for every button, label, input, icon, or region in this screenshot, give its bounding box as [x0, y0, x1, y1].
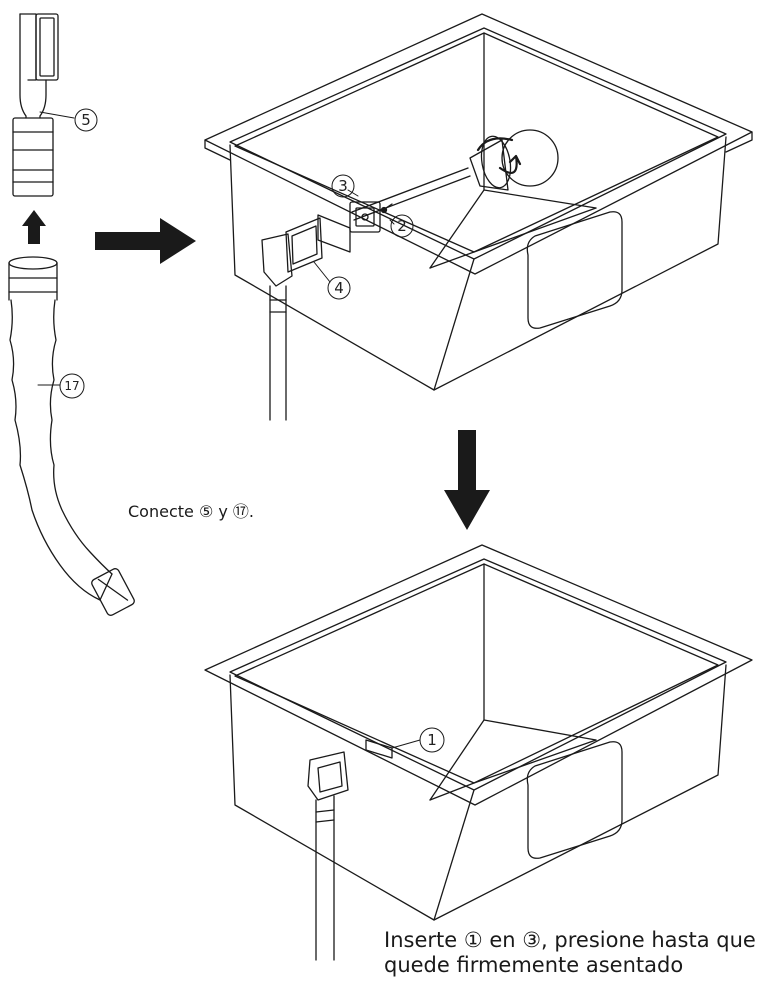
callout-1-number: 1 [427, 731, 437, 749]
sink-bottom [204, 544, 753, 961]
callout-4-number: 4 [334, 279, 344, 297]
right-arrow-icon [95, 218, 196, 264]
callout-1 [419, 727, 445, 753]
overflow-fitting-part-5 [12, 13, 75, 197]
insert-instruction-line-1: Inserte ① en ③, presione hasta que [384, 928, 756, 952]
connect-instruction: Conecte ⑤ y ⑰. [128, 502, 255, 521]
insert-instruction: Inserte ① en ③, presione hasta que quede… [384, 928, 781, 978]
callout-17-number: 17 [64, 379, 79, 393]
callout-5 [74, 108, 98, 132]
callout-5-number: 5 [81, 111, 91, 129]
callout-4 [327, 276, 351, 300]
insert-instruction-line-2: quede firmemente asentado [384, 953, 684, 977]
callout-2 [390, 214, 414, 238]
corrugated-hose-part-17 [8, 256, 135, 616]
callout-3-number: 3 [338, 177, 348, 195]
down-arrow-icon [444, 430, 490, 530]
callout-2-number: 2 [397, 217, 407, 235]
up-arrow-icon [22, 210, 46, 244]
callout-3 [331, 174, 355, 198]
callout-17 [59, 373, 85, 399]
sink-top [204, 13, 753, 421]
